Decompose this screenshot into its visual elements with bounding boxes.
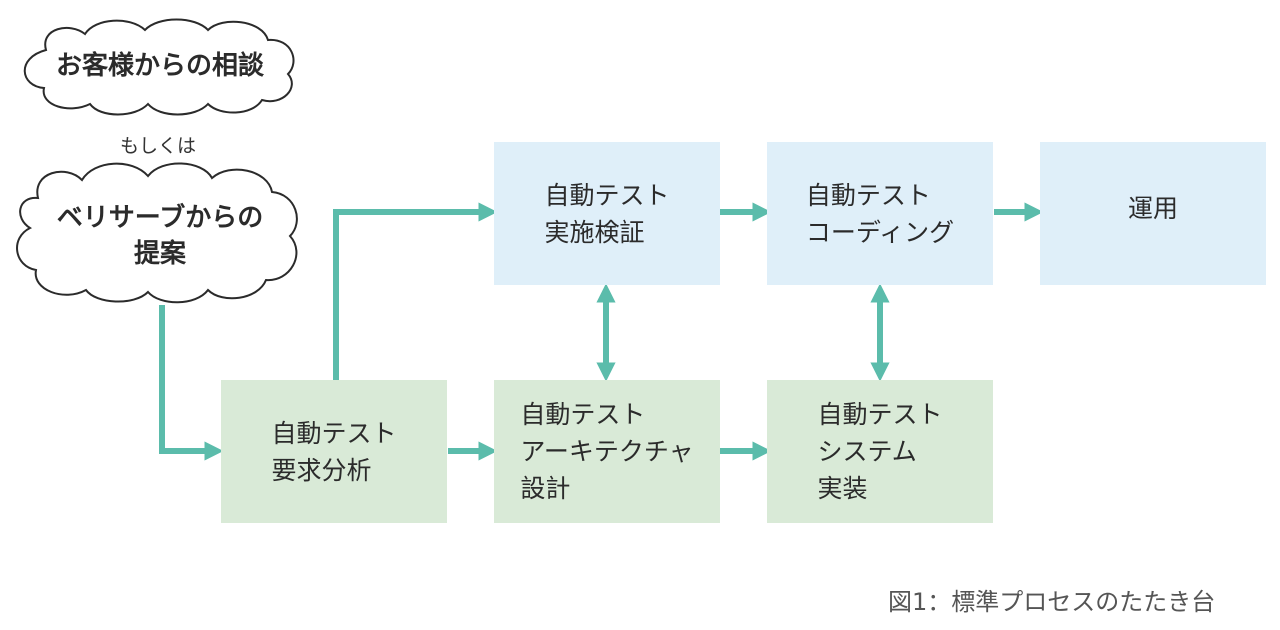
cloud-consult-label: お客様からの相談 [55,51,264,81]
or-label: もしくは [120,135,197,157]
box-system: 自動テスト システム 実装 [767,380,993,523]
box-operation-label: 運用 [1127,194,1178,223]
box-architecture: 自動テスト アーキテクチャ 設計 [494,380,720,523]
box-verification: 自動テスト 実施検証 [494,142,720,285]
box-verification-label: 自動テスト 実施検証 [544,180,670,247]
cloud-consult-shape [23,18,295,116]
box-coding-label: 自動テスト コーディング [805,180,955,247]
box-requirements: 自動テスト 要求分析 [221,380,447,523]
box-system-label: 自動テスト システム 実装 [817,400,943,503]
figure-caption: 図1：標準プロセスのたたき台 [888,588,1216,616]
arrow-proposal-to-requirements [159,305,224,461]
box-architecture-label: 自動テスト アーキテクチャ 設計 [520,400,694,503]
box-coding: 自動テスト コーディング [767,142,993,285]
box-requirements-label: 自動テスト 要求分析 [271,418,397,485]
box-operation: 運用 [1040,142,1266,285]
arrow-requirements-to-verification [333,202,498,381]
cloud-proposal-label: ベリサーブからの 提案 [56,203,264,269]
cloud-proposal-shape [16,162,298,304]
